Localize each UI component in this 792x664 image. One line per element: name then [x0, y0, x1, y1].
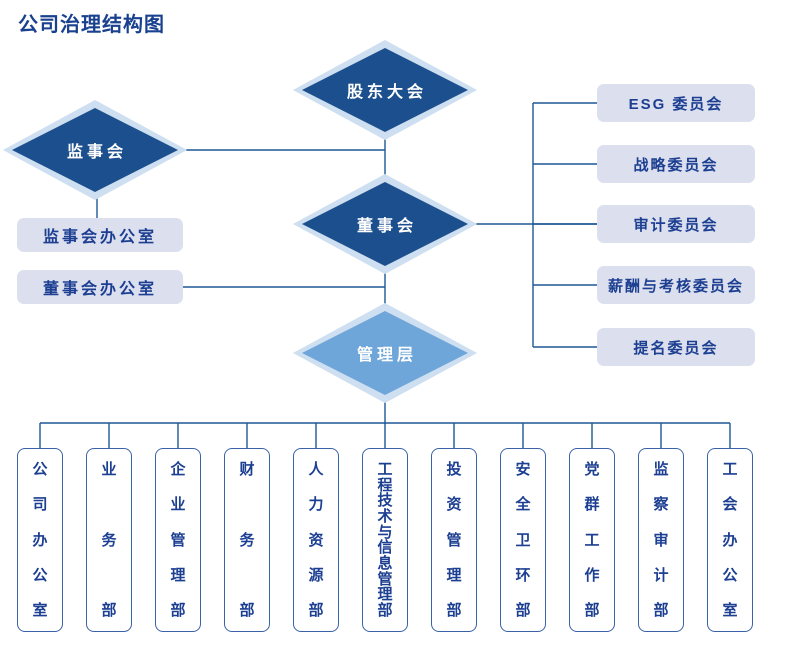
page-title: 公司治理结构图	[18, 14, 165, 36]
department-node: 工程技术与信息管理部	[362, 448, 408, 632]
dept-label-char: 办	[722, 531, 738, 549]
dept-label-char: 工	[722, 461, 738, 478]
dept-label-char: 室	[722, 602, 738, 619]
dept-label-char: 卫	[515, 531, 531, 549]
dept-label-char: 财	[239, 461, 255, 478]
dept-label-char: 业	[101, 461, 117, 478]
node-label: 战略委员会	[633, 156, 719, 174]
dept-label-char: 公	[32, 566, 48, 584]
dept-label-char: 公	[32, 461, 48, 478]
node-label: 审计委员会	[633, 216, 719, 234]
dept-label-char: 党	[584, 461, 600, 478]
dept-label-char: 作	[584, 566, 600, 584]
dept-label-char: 理	[446, 566, 462, 584]
committee-node: ESG 委员会	[597, 84, 755, 122]
dept-label-char: 与	[377, 523, 393, 541]
department-node: 人力资源部	[293, 448, 339, 632]
dept-label-char: 会	[722, 496, 738, 514]
dept-label-char: 办	[32, 531, 48, 549]
dept-label-char: 务	[101, 531, 117, 549]
department-node: 工会办公室	[707, 448, 753, 632]
dept-label-char: 部	[101, 602, 117, 619]
node-shareholders-meeting: 股东大会	[293, 40, 477, 140]
dept-label-char: 管	[446, 531, 462, 549]
node-supervisory-board-office: 监事会办公室	[17, 218, 183, 252]
dept-label-char: 群	[584, 496, 600, 514]
department-node: 财务部	[224, 448, 270, 632]
node-board-of-directors: 董事会	[293, 174, 477, 274]
dept-label-char: 术	[377, 507, 393, 525]
node-label: 薪酬与考核委员会	[607, 277, 744, 295]
committee-node: 战略委员会	[597, 145, 755, 183]
dept-label-char: 安	[515, 461, 531, 478]
dept-label-char: 部	[308, 602, 324, 619]
node-label: 董事会办公室	[42, 281, 157, 298]
node-supervisory-board: 监事会	[3, 100, 187, 200]
dept-label-char: 信	[377, 539, 393, 557]
department-node: 投资管理部	[431, 448, 477, 632]
dept-label-char: 工	[377, 461, 393, 478]
dept-label-char: 全	[515, 496, 531, 514]
dept-label-char: 人	[308, 461, 324, 478]
dept-label-char: 源	[308, 566, 324, 584]
dept-label-char: 理	[170, 566, 186, 584]
node-label: 提名委员会	[633, 339, 719, 357]
node-management: 管理层	[293, 303, 477, 403]
dept-label-char: 室	[32, 602, 48, 619]
dept-label-char: 监	[653, 461, 669, 478]
dept-label-char: 部	[170, 602, 186, 619]
department-node: 监察审计部	[638, 448, 684, 632]
dept-label-char: 部	[446, 602, 462, 619]
dept-label-char: 部	[377, 601, 393, 619]
dept-label-char: 部	[653, 602, 669, 619]
node-label: 管理层	[356, 347, 417, 364]
dept-label-char: 业	[170, 496, 186, 514]
dept-label-char: 部	[584, 602, 600, 619]
dept-label-char: 息	[377, 554, 393, 572]
dept-label-char: 程	[377, 476, 393, 494]
dept-label-char: 资	[308, 531, 324, 549]
department-node: 党群工作部	[569, 448, 615, 632]
department-node: 业务部	[86, 448, 132, 632]
dept-label-char: 部	[515, 602, 531, 619]
node-label: ESG 委员会	[628, 95, 724, 113]
node-label: 董事会	[356, 218, 417, 235]
department-node: 企业管理部	[155, 448, 201, 632]
dept-label-char: 理	[377, 586, 393, 604]
diamond-core: 股东大会	[302, 48, 468, 132]
dept-label-char: 管	[170, 531, 186, 549]
node-label: 监事会办公室	[42, 229, 157, 246]
dept-label-char: 公	[722, 566, 738, 584]
dept-label-char: 务	[239, 531, 255, 549]
dept-label-char: 司	[32, 496, 48, 514]
dept-label-char: 部	[239, 602, 255, 619]
node-label: 监事会	[66, 144, 127, 161]
diamond-core: 监事会	[12, 108, 178, 192]
dept-label-char: 计	[653, 566, 669, 584]
diamond-core: 管理层	[302, 311, 468, 395]
dept-label-char: 企	[170, 461, 186, 478]
dept-label-char: 管	[377, 570, 393, 588]
dept-label-char: 审	[653, 531, 669, 549]
diamond-core: 董事会	[302, 182, 468, 266]
dept-label-char: 察	[653, 496, 669, 514]
dept-label-char: 资	[446, 496, 462, 514]
dept-label-char: 技	[377, 492, 393, 510]
dept-label-char: 投	[446, 461, 462, 478]
dept-label-char: 环	[515, 566, 531, 584]
department-node: 安全卫环部	[500, 448, 546, 632]
node-board-office: 董事会办公室	[17, 270, 183, 304]
department-node: 公司办公室	[17, 448, 63, 632]
dept-label-char: 工	[584, 531, 600, 549]
dept-label-char: 力	[308, 496, 324, 514]
committee-node: 薪酬与考核委员会	[597, 266, 755, 304]
committee-node: 审计委员会	[597, 205, 755, 243]
node-label: 股东大会	[346, 84, 427, 101]
committee-node: 提名委员会	[597, 328, 755, 366]
